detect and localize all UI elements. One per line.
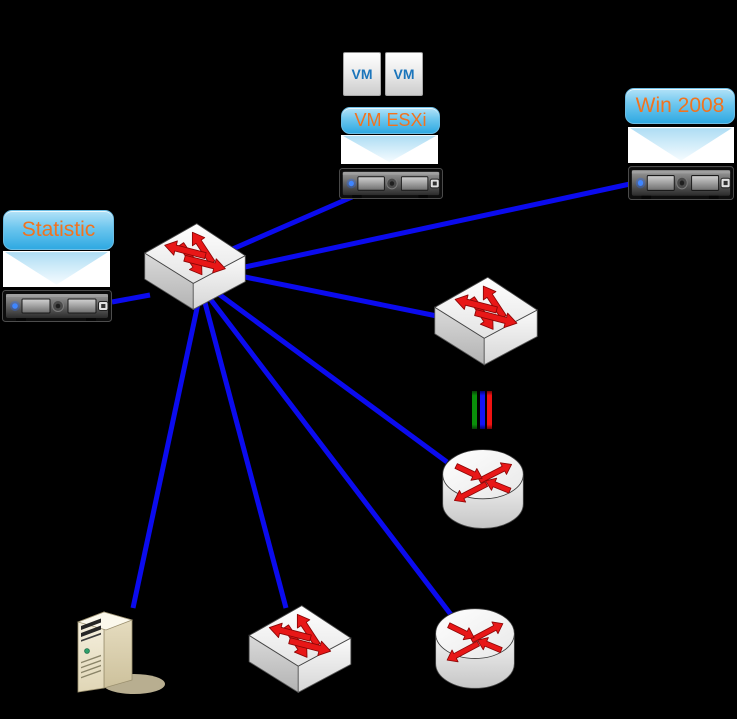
link-core-to-win2008 bbox=[244, 181, 631, 270]
win2008-host-label: Win 2008 bbox=[625, 88, 735, 124]
link-core-to-switch-right bbox=[244, 274, 438, 319]
switch-icon bbox=[248, 605, 352, 693]
multilink-bundle-icon bbox=[470, 389, 496, 431]
router-middle[interactable] bbox=[441, 448, 525, 530]
switch-icon bbox=[434, 276, 538, 366]
win2008-server[interactable] bbox=[628, 166, 734, 200]
link-core-to-switch-bottom bbox=[201, 298, 289, 609]
tower-pc-icon bbox=[77, 611, 166, 695]
switch-right[interactable] bbox=[433, 274, 539, 368]
link-core-to-router-bottom bbox=[206, 294, 454, 618]
esxi-host-label: VM ESXi bbox=[341, 107, 440, 134]
switch-bottom[interactable] bbox=[243, 603, 357, 695]
workstation[interactable] bbox=[72, 596, 167, 716]
router-bottom[interactable] bbox=[434, 607, 516, 690]
esxi-server[interactable] bbox=[339, 168, 443, 199]
rack-server-icon bbox=[628, 166, 734, 200]
rack-server-icon bbox=[339, 168, 443, 199]
statistic-server[interactable] bbox=[2, 290, 112, 322]
switch-icon bbox=[144, 223, 246, 310]
rack-server-icon bbox=[2, 290, 112, 322]
link-core-to-router-middle bbox=[214, 289, 449, 465]
vm-box-1[interactable]: VM bbox=[343, 52, 381, 96]
link-core-to-statistic bbox=[111, 292, 151, 305]
callout-pointer-icon bbox=[3, 251, 110, 287]
callout-pointer-icon bbox=[341, 135, 438, 164]
callout-pointer-icon bbox=[628, 127, 734, 163]
router-icon bbox=[442, 449, 524, 529]
link-core-to-workstation bbox=[130, 298, 202, 609]
statistic-host-label: Statistic bbox=[3, 210, 114, 250]
core-switch[interactable] bbox=[143, 221, 247, 312]
link-core-to-esxi bbox=[227, 194, 353, 254]
vm-box-2[interactable]: VM bbox=[385, 52, 423, 96]
router-icon bbox=[435, 608, 515, 689]
